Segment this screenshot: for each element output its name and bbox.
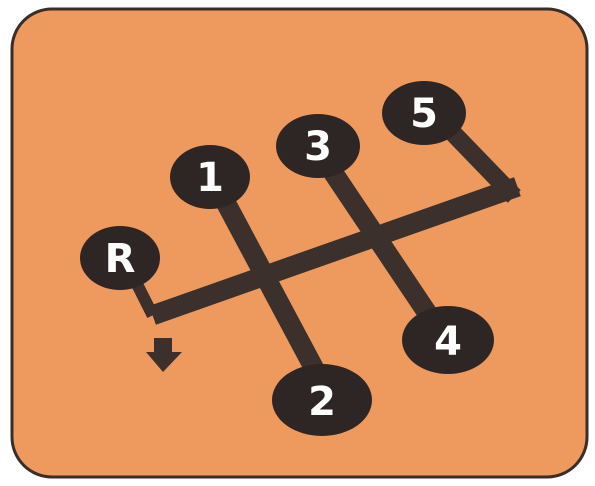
knob-4: 4	[402, 306, 494, 374]
knob-2: 2	[272, 364, 372, 436]
knob-1: 1	[170, 145, 250, 209]
knob-label-4: 4	[434, 319, 462, 365]
knob-R: R	[80, 226, 160, 290]
knob-label-R: R	[105, 236, 136, 282]
knob-label-2: 2	[308, 379, 336, 425]
knob-label-5: 5	[410, 91, 438, 137]
knob-label-3: 3	[304, 124, 332, 170]
knob-5: 5	[382, 81, 466, 145]
knob-label-1: 1	[196, 155, 224, 201]
knob-3: 3	[276, 114, 360, 178]
